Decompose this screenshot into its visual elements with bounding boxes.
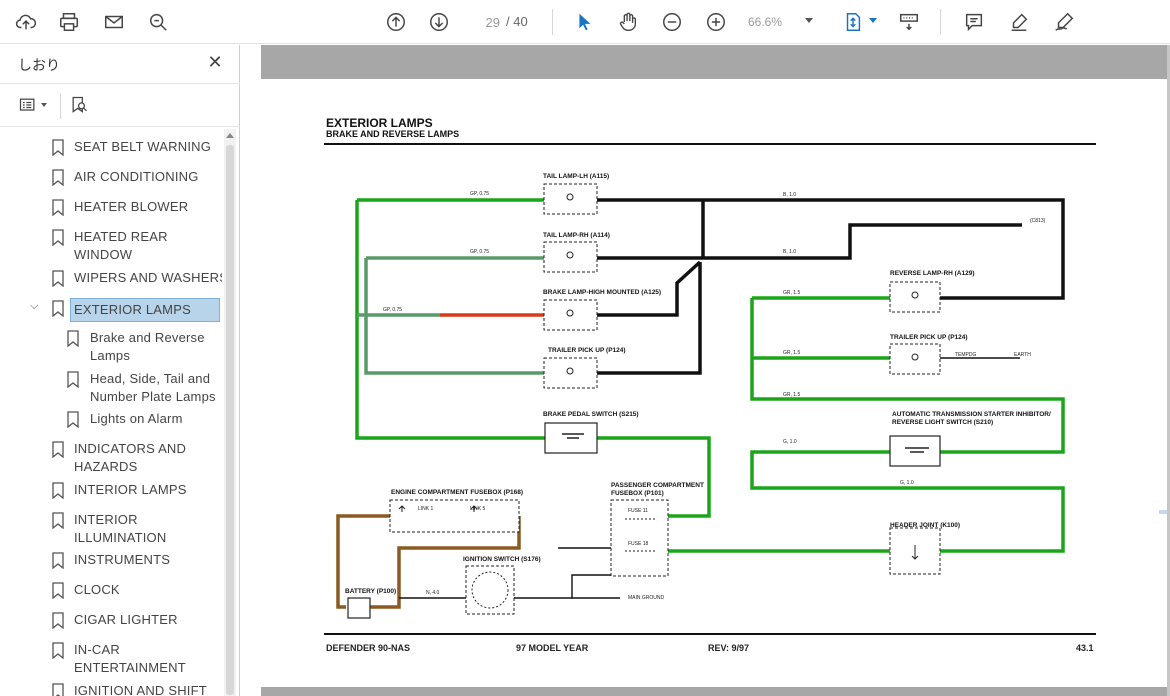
footer-page: 43.1 — [1076, 643, 1094, 653]
page-total: / 40 — [506, 14, 528, 29]
bookmark-icon — [52, 229, 64, 246]
bookmark-icon — [52, 300, 64, 317]
bookmark-icon — [52, 139, 64, 156]
bookmark-label: AIR CONDITIONING — [74, 169, 199, 184]
magnify-icon[interactable] — [143, 7, 173, 37]
bookmark-item[interactable]: Head, Side, Tail and Number Plate Lamps — [0, 369, 222, 405]
zoom-level-input[interactable] — [748, 11, 796, 33]
mail-icon[interactable] — [99, 7, 129, 37]
bookmark-item[interactable]: AIR CONDITIONING — [0, 167, 222, 187]
panel-tools — [0, 83, 240, 127]
bookmark-icon — [52, 270, 64, 287]
bookmark-label: CLOCK — [74, 582, 120, 597]
scroll-up-arrow[interactable] — [226, 133, 234, 138]
fit-page-icon[interactable] — [838, 7, 868, 37]
bookmark-icon — [52, 612, 64, 629]
bookmark-label: INTERIOR LAMPS — [74, 482, 187, 497]
bookmark-item[interactable]: WIPERS AND WASHERS — [0, 268, 222, 288]
bookmark-item[interactable]: INSTRUMENTS — [0, 550, 222, 570]
chevron-down-icon[interactable]: ⌵ — [30, 300, 39, 312]
document-scrollbar[interactable] — [1167, 45, 1170, 696]
bookmark-label: Head, Side, Tail and Number Plate Lamps — [90, 371, 216, 404]
bookmark-item[interactable]: CIGAR LIGHTER — [0, 610, 222, 630]
bookmarks-panel: しおり ✕ SEAT BELT WARNING AIR CONDITIONING — [0, 45, 240, 696]
page-down-icon[interactable] — [424, 7, 454, 37]
page-gap — [261, 687, 1170, 696]
bookmark-item[interactable]: INDICATORS AND HAZARDS — [0, 439, 222, 475]
bookmark-icon — [52, 512, 64, 529]
pointer-icon[interactable] — [569, 7, 599, 37]
bookmark-icon — [52, 642, 64, 659]
panel-title: しおり — [18, 57, 60, 73]
bookmark-icon — [52, 683, 64, 696]
bookmark-label: IGNITION AND SHIFT — [74, 683, 207, 696]
bookmark-item-selected[interactable]: ⌵ EXTERIOR LAMPS — [0, 298, 222, 322]
zoom-out-icon[interactable] — [657, 7, 687, 37]
bookmark-icon — [52, 169, 64, 186]
pdf-page — [261, 79, 1150, 687]
bookmark-icon — [67, 330, 79, 347]
page-number-input[interactable] — [468, 11, 500, 33]
hand-icon[interactable] — [613, 7, 643, 37]
sign-icon[interactable] — [1049, 7, 1079, 37]
bookmark-label: HEATER BLOWER — [74, 199, 189, 214]
bookmark-label: EXTERIOR LAMPS — [70, 298, 220, 322]
scroll-marker — [1159, 510, 1167, 514]
bookmark-icon — [52, 199, 64, 216]
toolbar-divider — [552, 9, 553, 35]
toolbar-divider — [940, 9, 941, 35]
zoom-in-icon[interactable] — [701, 7, 731, 37]
bookmark-label: INTERIOR ILLUMINATION — [74, 512, 167, 545]
document-subtitle: BRAKE AND REVERSE LAMPS — [326, 129, 460, 139]
toolbar: / 40 — [0, 0, 1170, 44]
bookmark-item[interactable]: HEATER BLOWER — [0, 197, 222, 217]
bookmark-icon — [67, 371, 79, 388]
bookmark-list: SEAT BELT WARNING AIR CONDITIONING HEATE… — [0, 129, 222, 696]
bookmark-item[interactable]: IN-CAR ENTERTAINMENT — [0, 640, 222, 676]
bookmark-label: INSTRUMENTS — [74, 552, 171, 567]
bookmark-label: Lights on Alarm — [90, 411, 183, 426]
close-icon[interactable]: ✕ — [207, 52, 223, 72]
bookmark-label: CIGAR LIGHTER — [74, 612, 178, 627]
bookmark-label: HEATED REAR WINDOW — [74, 229, 168, 262]
bookmark-item[interactable]: SEAT BELT WARNING — [0, 137, 222, 157]
footer-rule — [324, 633, 1096, 635]
scroll-mode-icon[interactable] — [894, 7, 924, 37]
page-up-icon[interactable] — [381, 7, 411, 37]
bookmark-icon — [52, 441, 64, 458]
panel-divider — [60, 93, 61, 119]
bookmark-item[interactable]: IGNITION AND SHIFT — [0, 681, 222, 696]
footer-year: 97 MODEL YEAR — [516, 643, 589, 653]
document-title: EXTERIOR LAMPS — [326, 116, 433, 130]
bookmark-item[interactable]: Brake and Reverse Lamps — [0, 328, 222, 364]
bookmark-label: SEAT BELT WARNING — [74, 139, 212, 154]
bookmark-label: IN-CAR ENTERTAINMENT — [74, 642, 186, 675]
bookmark-icon — [52, 482, 64, 499]
bookmark-icon — [52, 552, 64, 569]
bookmark-search-icon[interactable] — [69, 93, 89, 117]
page-gap — [261, 45, 1170, 79]
header-rule — [324, 143, 1096, 145]
fit-dropdown-caret[interactable] — [869, 18, 877, 23]
bookmark-item[interactable]: CLOCK — [0, 580, 222, 600]
footer-rev: REV: 9/97 — [708, 643, 750, 653]
bookmark-icon — [67, 411, 79, 428]
bookmark-item[interactable]: INTERIOR LAMPS — [0, 480, 222, 500]
cloud-upload-icon[interactable] — [11, 7, 41, 37]
highlight-icon[interactable] — [1004, 7, 1034, 37]
bookmark-item[interactable]: Lights on Alarm — [0, 409, 222, 429]
print-icon[interactable] — [54, 7, 84, 37]
footer-model: DEFENDER 90-NAS — [326, 643, 411, 653]
options-icon[interactable] — [18, 93, 47, 117]
bookmark-item[interactable]: HEATED REAR WINDOW — [0, 227, 222, 263]
bookmark-icon — [52, 582, 64, 599]
scroll-thumb[interactable] — [226, 145, 234, 695]
comment-icon[interactable] — [959, 7, 989, 37]
bookmark-label: Brake and Reverse Lamps — [90, 330, 205, 363]
bookmark-label: WIPERS AND WASHERS — [74, 270, 222, 285]
bookmark-item[interactable]: INTERIOR ILLUMINATION — [0, 510, 222, 546]
zoom-dropdown-caret[interactable] — [805, 18, 813, 23]
bookmark-label: INDICATORS AND HAZARDS — [74, 441, 187, 474]
